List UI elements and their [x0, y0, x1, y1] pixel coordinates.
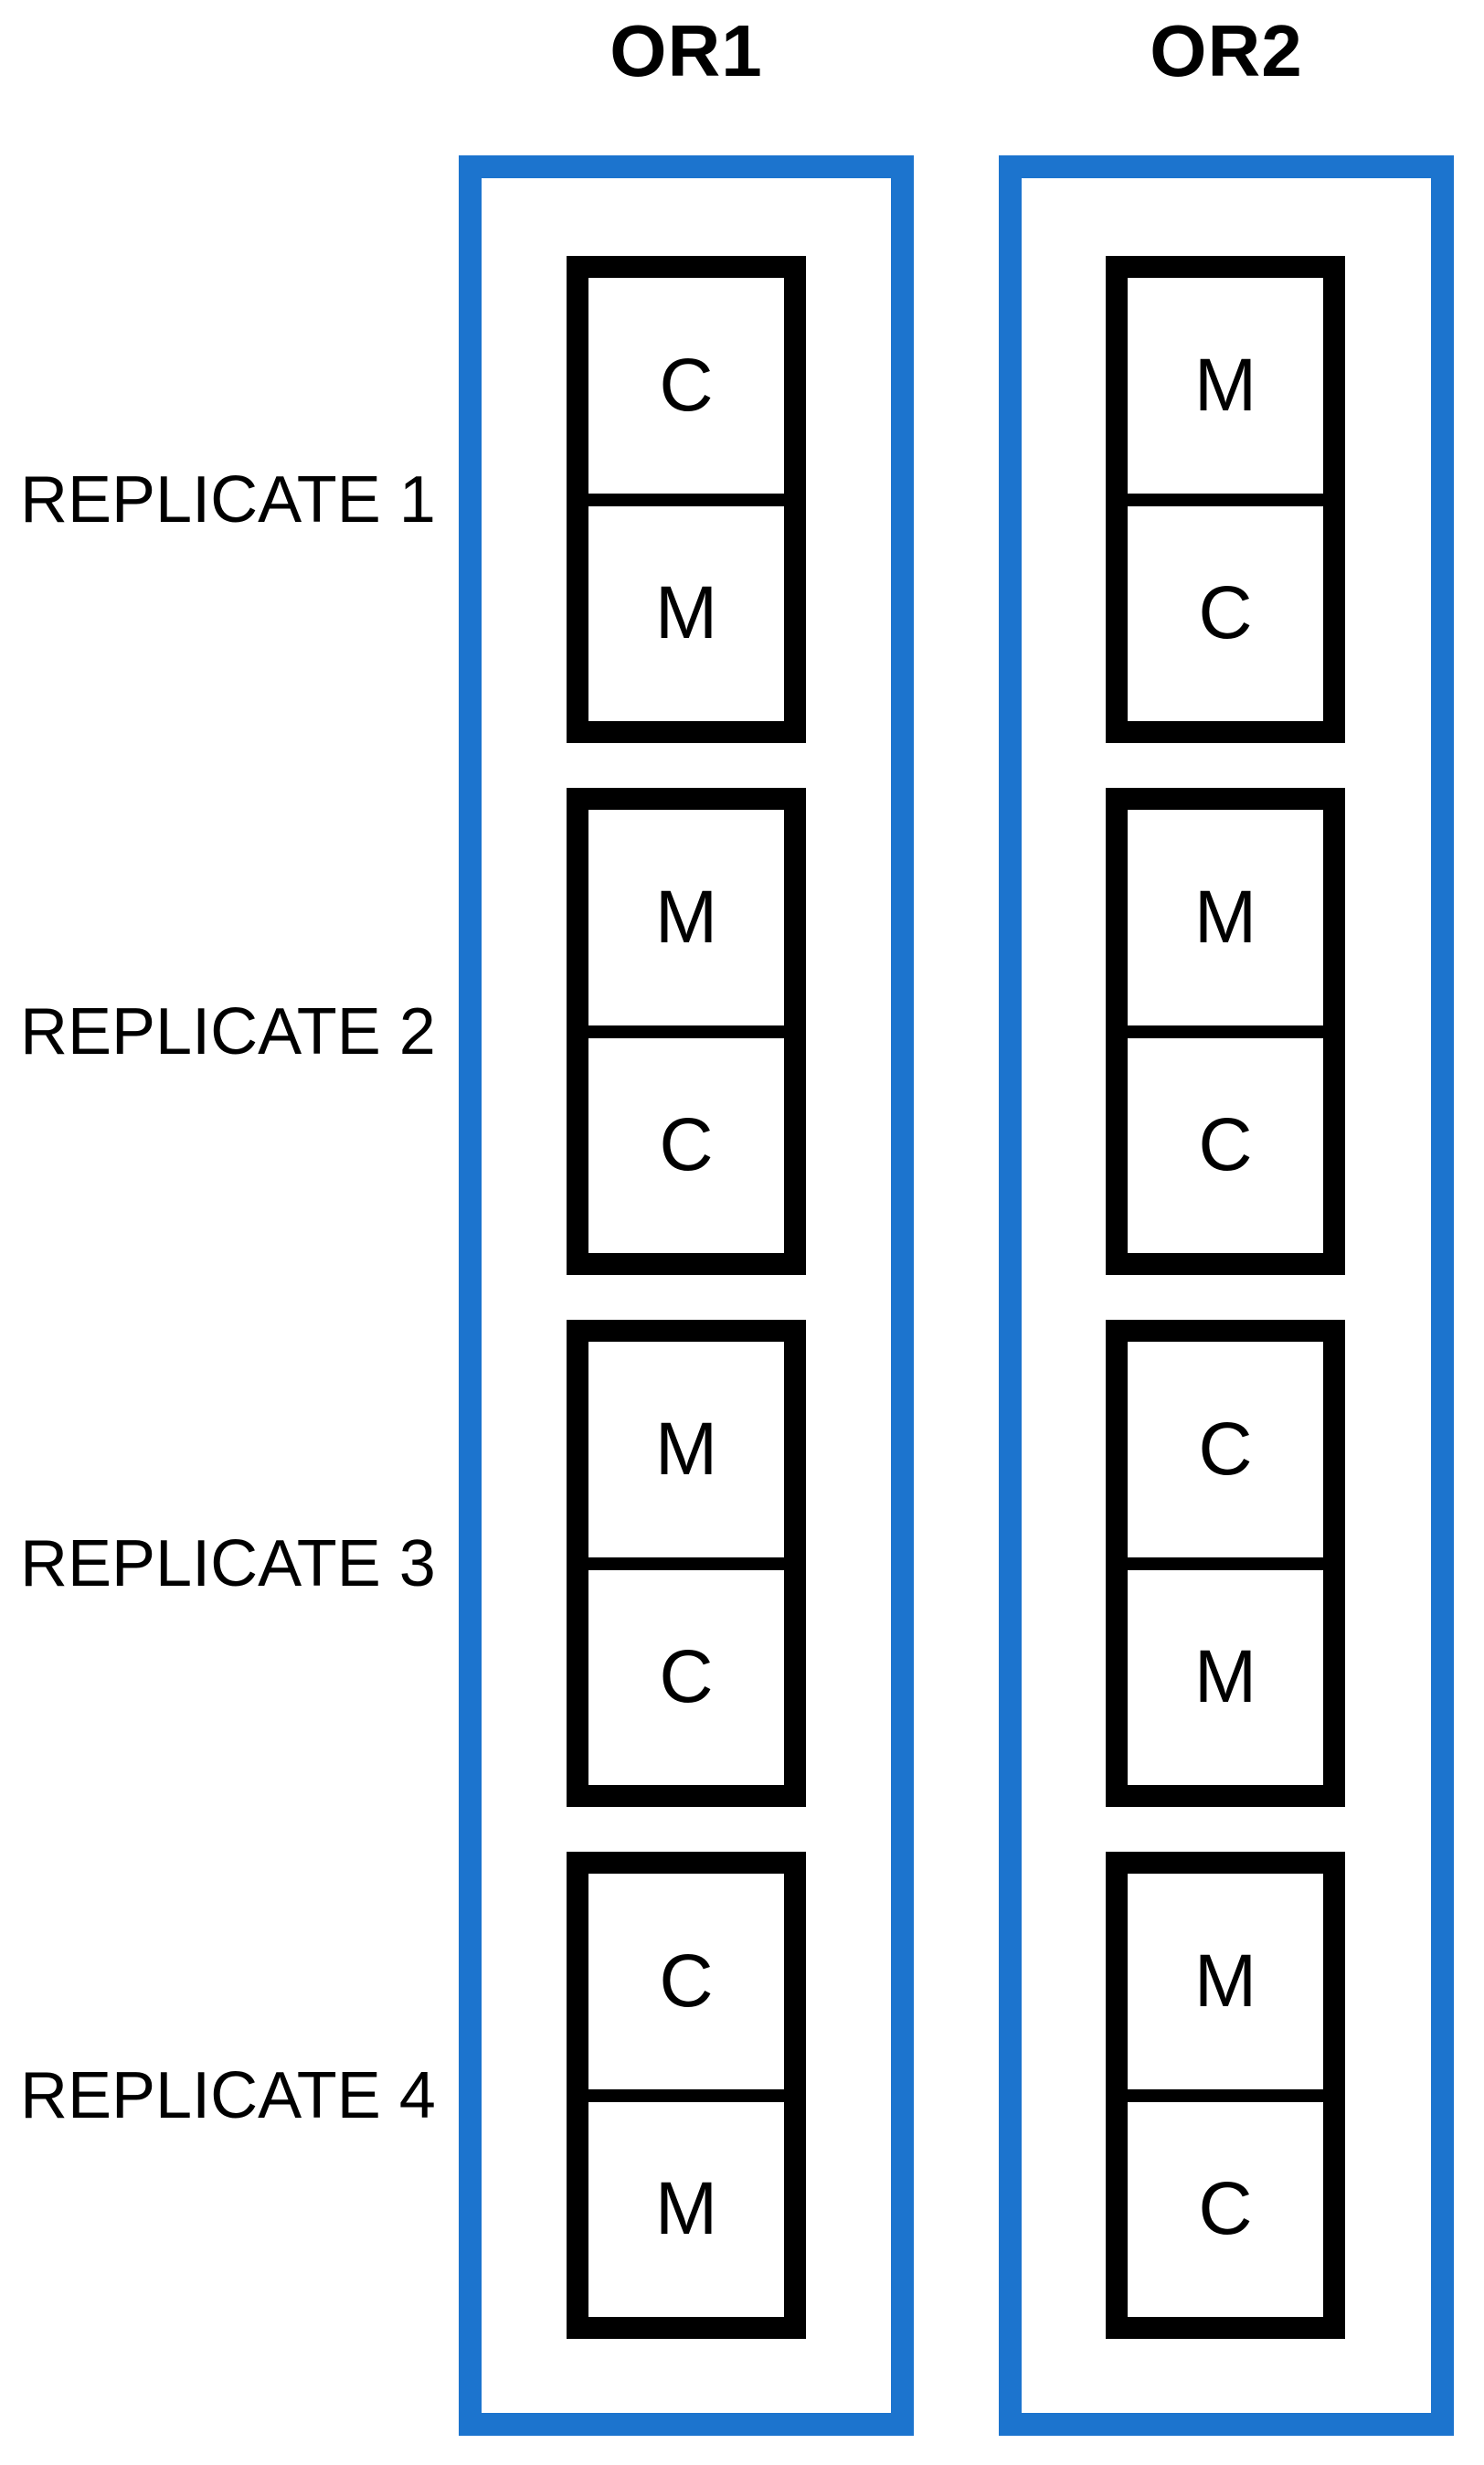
row-label-replicate-2: REPLICATE 2 [20, 995, 436, 1068]
slide-box-or1-replicate-2: M C [567, 788, 806, 1275]
cell-label: M [654, 1407, 718, 1491]
column-header-or2: OR2 [1150, 10, 1303, 91]
cell-label: M [588, 2088, 784, 2318]
cell-label: M [1193, 1939, 1257, 2023]
slide-box-or1-replicate-1: C M [567, 256, 806, 743]
row-label-replicate-1: REPLICATE 1 [20, 463, 436, 537]
slide-box-or2-replicate-3: C M [1106, 1320, 1345, 1807]
slide-box-or2-replicate-2: M C [1106, 788, 1345, 1275]
cell-label: C [659, 1939, 714, 2023]
cell-label: M [654, 875, 718, 959]
column-header-or1: OR1 [610, 10, 763, 91]
slide-box-or2-replicate-4: M C [1106, 1852, 1345, 2339]
cell-label: C [659, 343, 714, 427]
slide-box-or1-replicate-3: M C [567, 1320, 806, 1807]
cell-label: C [1128, 493, 1323, 722]
cell-label: C [1198, 1407, 1253, 1491]
cell-label: M [1128, 1557, 1323, 1786]
row-label-replicate-3: REPLICATE 3 [20, 1527, 436, 1600]
cell-label: C [1128, 1025, 1323, 1254]
cell-label: M [1193, 875, 1257, 959]
cell-label: M [1193, 343, 1257, 427]
slide-box-or1-replicate-4: C M [567, 1852, 806, 2339]
slide-box-or2-replicate-1: M C [1106, 256, 1345, 743]
cell-label: M [588, 493, 784, 722]
cell-label: C [588, 1557, 784, 1786]
cell-label: C [588, 1025, 784, 1254]
cell-label: C [1128, 2088, 1323, 2318]
row-label-replicate-4: REPLICATE 4 [20, 2059, 436, 2132]
